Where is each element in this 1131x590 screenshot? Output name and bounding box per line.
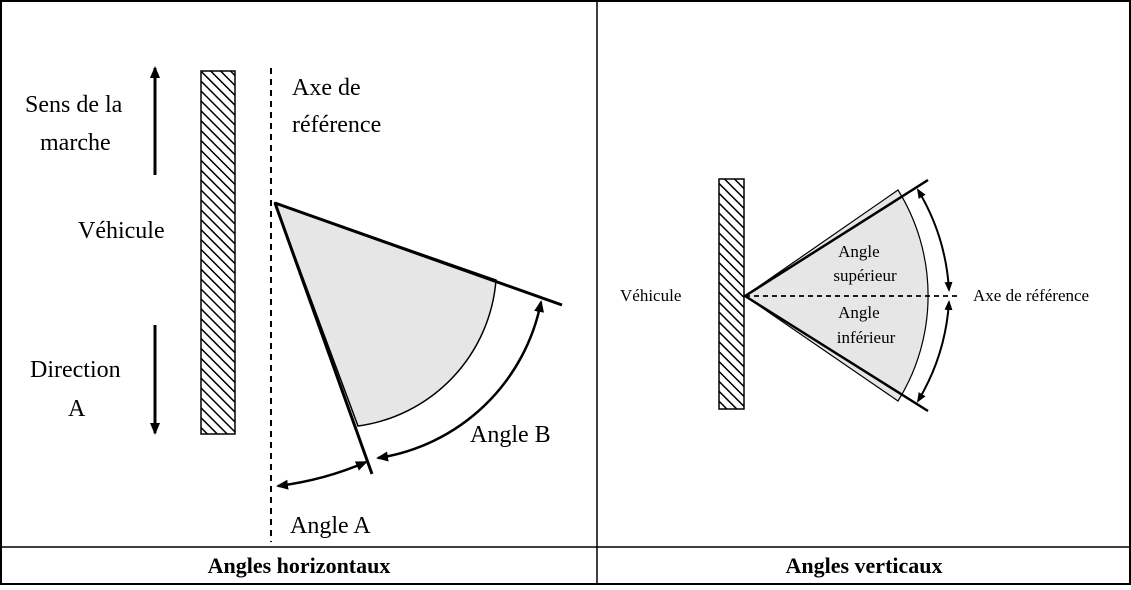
direction-a-label: Direction A <box>30 357 127 422</box>
reference-axis-label: Axe de référence <box>292 75 381 138</box>
vertical-angles-diagram: Véhicule Angle supérieur Angle inférieur… <box>620 178 1089 578</box>
sector-edge-a <box>273 202 374 475</box>
vertical-caption: Angles verticaux <box>785 553 942 578</box>
angle-a-arc <box>276 460 368 490</box>
sector-edge-b <box>274 201 563 307</box>
angle-b-arc <box>376 300 544 462</box>
angle-b-label: Angle B <box>470 422 551 448</box>
vehicle-label: Véhicule <box>78 218 165 244</box>
vehicle-label-vertical: Véhicule <box>620 286 681 305</box>
lower-edge <box>744 294 929 413</box>
angle-a-label: Angle A <box>290 513 371 539</box>
vehicle-wall-vertical <box>718 178 745 410</box>
vertical-reference-axis-label: Axe de référence <box>973 286 1089 305</box>
lower-angle-arc <box>916 300 953 403</box>
horizontal-caption: Angles horizontaux <box>208 553 391 578</box>
light-sector <box>273 201 497 427</box>
horizontal-angles-diagram: Sens de la marche Véhicule Direction A A… <box>25 66 563 578</box>
upper-angle-label: Angle supérieur <box>833 242 897 285</box>
upper-angle-arc <box>916 188 953 292</box>
travel-direction-label: Sens de la marche <box>25 92 128 156</box>
upper-edge <box>744 178 929 298</box>
lower-angle-label: Angle inférieur <box>837 303 896 347</box>
vehicle-wall <box>200 70 236 435</box>
